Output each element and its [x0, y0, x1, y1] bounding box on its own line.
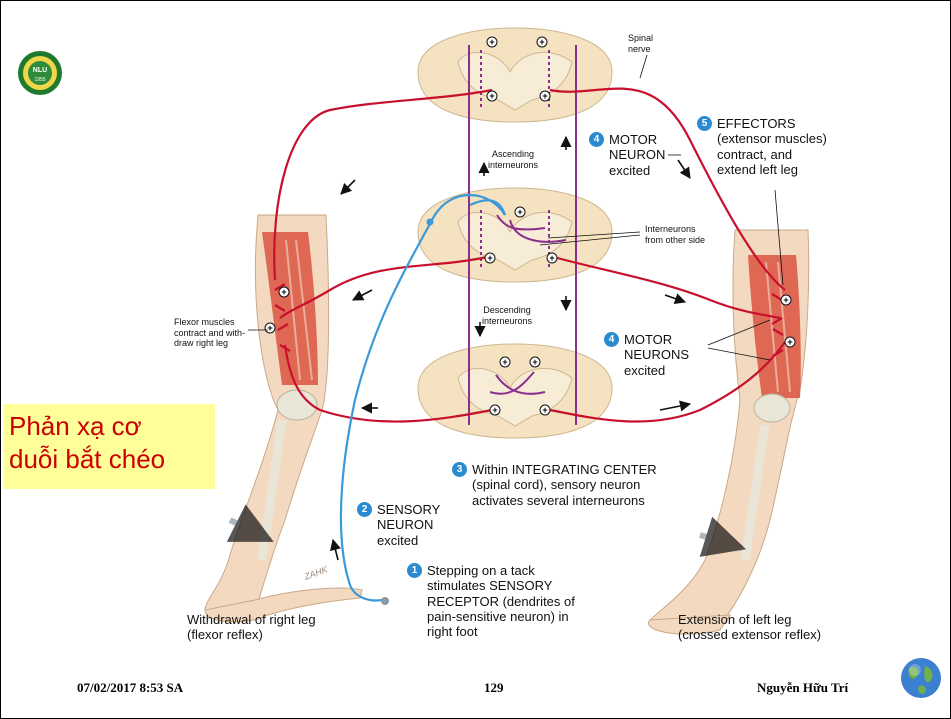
svg-text:+: + — [542, 91, 547, 101]
svg-text:+: + — [783, 295, 788, 305]
svg-text:+: + — [549, 253, 554, 263]
step-4b-text: MOTOR NEURONS excited — [624, 332, 689, 378]
svg-text:+: + — [517, 207, 522, 217]
svg-text:+: + — [542, 405, 547, 415]
step-2-text: SENSORY NEURON excited — [377, 502, 440, 548]
footer-page-number: 129 — [484, 680, 504, 696]
flexor-muscles-label: Flexor muscles contract and with- draw r… — [174, 317, 245, 349]
step-3-integrating-center: 3 Within INTEGRATING CENTER (spinal cord… — [452, 462, 657, 508]
step-1-stepping-on-tack: 1 Stepping on a tack stimulates SENSORY … — [407, 563, 575, 640]
svg-text:+: + — [267, 323, 272, 333]
spinal-nerve-label: Spinal nerve — [628, 33, 653, 54]
left-leg-illustration — [648, 230, 808, 634]
step-number-badge: 4 — [604, 332, 619, 347]
withdrawal-caption: Withdrawal of right leg (flexor reflex) — [187, 612, 316, 643]
svg-text:+: + — [492, 405, 497, 415]
svg-text:+: + — [489, 91, 494, 101]
tack-icon — [381, 597, 389, 605]
svg-text:+: + — [532, 357, 537, 367]
step-number-badge: 2 — [357, 502, 372, 517]
step-4-motor-neuron: 4 MOTOR NEURON excited — [589, 132, 665, 178]
sensory-ganglion — [427, 219, 434, 226]
extension-caption: Extension of left leg (crossed extensor … — [678, 612, 821, 643]
step-1-text: Stepping on a tack stimulates SENSORY RE… — [427, 563, 575, 640]
step-number-badge: 5 — [697, 116, 712, 131]
slide-topic-highlight: Phản xạ cơ duỗi bắt chéo — [3, 404, 215, 489]
globe-icon — [899, 656, 943, 700]
svg-text:+: + — [787, 337, 792, 347]
svg-text:+: + — [539, 37, 544, 47]
step-4-text: MOTOR NEURON excited — [609, 132, 665, 178]
step-4-motor-neurons: 4 MOTOR NEURONS excited — [604, 332, 689, 378]
step-3-text: Within INTEGRATING CENTER (spinal cord),… — [472, 462, 657, 508]
footer-author: Nguyễn Hữu Trí — [757, 680, 848, 696]
step-number-badge: 1 — [407, 563, 422, 578]
right-leg-illustration — [205, 215, 362, 622]
step-5-effectors: 5 EFFECTORS (extensor muscles) contract,… — [697, 116, 827, 177]
ascending-interneurons-label: Ascending interneurons — [488, 149, 538, 170]
svg-text:+: + — [281, 287, 286, 297]
svg-text:+: + — [502, 357, 507, 367]
descending-interneurons-label: Descending interneurons — [482, 305, 532, 326]
svg-text:+: + — [487, 253, 492, 263]
interneurons-other-side-label: Interneurons from other side — [645, 224, 705, 245]
step-5-text: EFFECTORS (extensor muscles) contract, a… — [717, 116, 827, 177]
spinal-cord-segment-top — [418, 28, 612, 122]
svg-text:+: + — [489, 37, 494, 47]
step-number-badge: 4 — [589, 132, 604, 147]
footer-date: 07/02/2017 8:53 SA — [77, 680, 183, 696]
step-number-badge: 3 — [452, 462, 467, 477]
step-2-sensory-neuron: 2 SENSORY NEURON excited — [357, 502, 440, 548]
